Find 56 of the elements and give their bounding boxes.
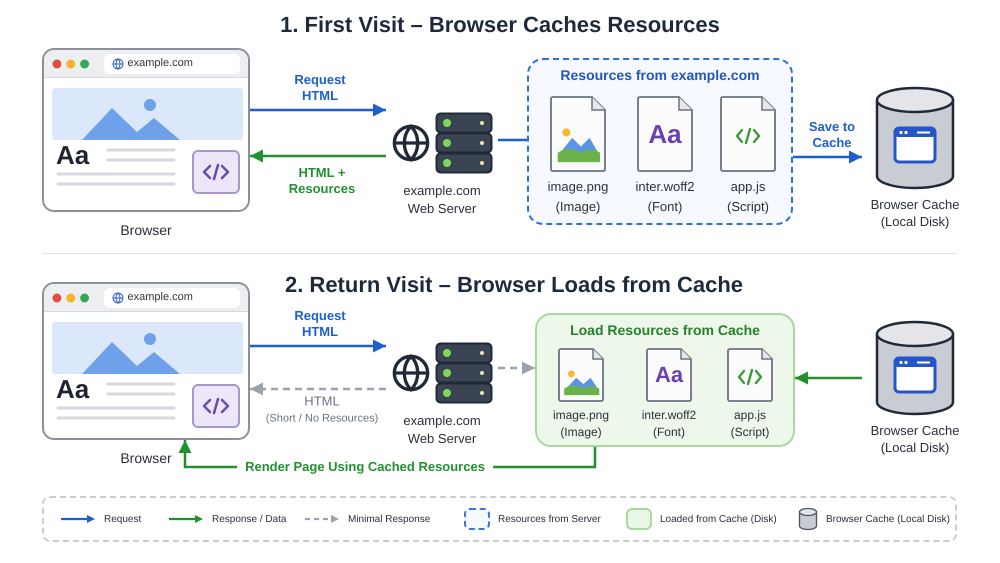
font-sample-text: Aa — [648, 121, 682, 147]
file-caption: app.js — [730, 178, 766, 196]
file-caption: app.js — [734, 407, 766, 424]
legend-label: Loaded from Cache (Disk) — [660, 512, 777, 526]
legend-label: Resources from Server — [498, 512, 601, 526]
file-caption: (Script) — [727, 198, 769, 216]
arrow — [250, 382, 386, 396]
file-caption: inter.woff2 — [635, 178, 695, 196]
browser-window — [42, 48, 250, 212]
server-caption: Web Server — [408, 430, 476, 448]
address-bar: example.com — [104, 54, 240, 74]
font-sample-text: Aa — [654, 364, 684, 386]
arrow — [793, 150, 862, 164]
legend-label: Request — [104, 512, 142, 526]
cache-caption: Browser Cache — [870, 196, 960, 213]
server-caption: example.com — [403, 182, 481, 200]
node-caption: Browser — [120, 449, 172, 468]
edge-label: Request HTML — [293, 308, 347, 340]
arrow — [250, 104, 386, 116]
font-sample-text: Aa — [56, 376, 90, 402]
cache-caption: (Local Disk) — [880, 439, 950, 456]
browser-window — [42, 282, 250, 440]
cache-caption: (Local Disk) — [880, 213, 950, 230]
edge-label: Save to Cache — [808, 119, 856, 151]
arrow — [498, 362, 535, 374]
resource-group-panel — [527, 58, 793, 225]
address-bar: example.com — [104, 288, 240, 308]
node-caption: Browser — [120, 221, 172, 240]
file-caption: (Image) — [556, 198, 600, 216]
arrow — [250, 340, 386, 352]
connector-line — [498, 138, 527, 142]
cache-caption: Browser Cache — [870, 422, 960, 439]
server-caption: example.com — [403, 412, 481, 430]
edge-label: Request HTML — [293, 72, 347, 104]
file-caption: image.png — [548, 178, 608, 196]
font-sample-text: Aa — [56, 142, 90, 168]
file-caption: (Font) — [648, 198, 682, 216]
section-heading: 1. First Visit – Browser Caches Resources — [280, 11, 720, 39]
file-caption: (Image) — [560, 424, 602, 441]
arrow — [795, 372, 862, 384]
group-title: Load Resources from Cache — [570, 321, 760, 340]
file-caption: (Script) — [730, 424, 770, 441]
legend-label: Response / Data — [212, 512, 286, 526]
group-title: Resources from example.com — [560, 66, 760, 85]
edge-label: Render Page Using Cached Resources — [237, 459, 493, 475]
server-caption: Web Server — [408, 200, 476, 218]
edge-label: HTML (Short / No Resources) — [266, 394, 378, 426]
resource-group-panel — [535, 313, 795, 447]
section-heading: 2. Return Visit – Browser Loads from Cache — [284, 271, 744, 299]
arrow — [250, 150, 386, 162]
edge-label: HTML + Resources — [288, 165, 356, 197]
file-caption: image.png — [552, 407, 610, 424]
file-caption: (Font) — [652, 424, 685, 441]
legend-label: Browser Cache (Local Disk) — [826, 512, 950, 526]
file-caption: inter.woff2 — [642, 407, 696, 424]
legend-label: Minimal Response — [348, 512, 430, 526]
